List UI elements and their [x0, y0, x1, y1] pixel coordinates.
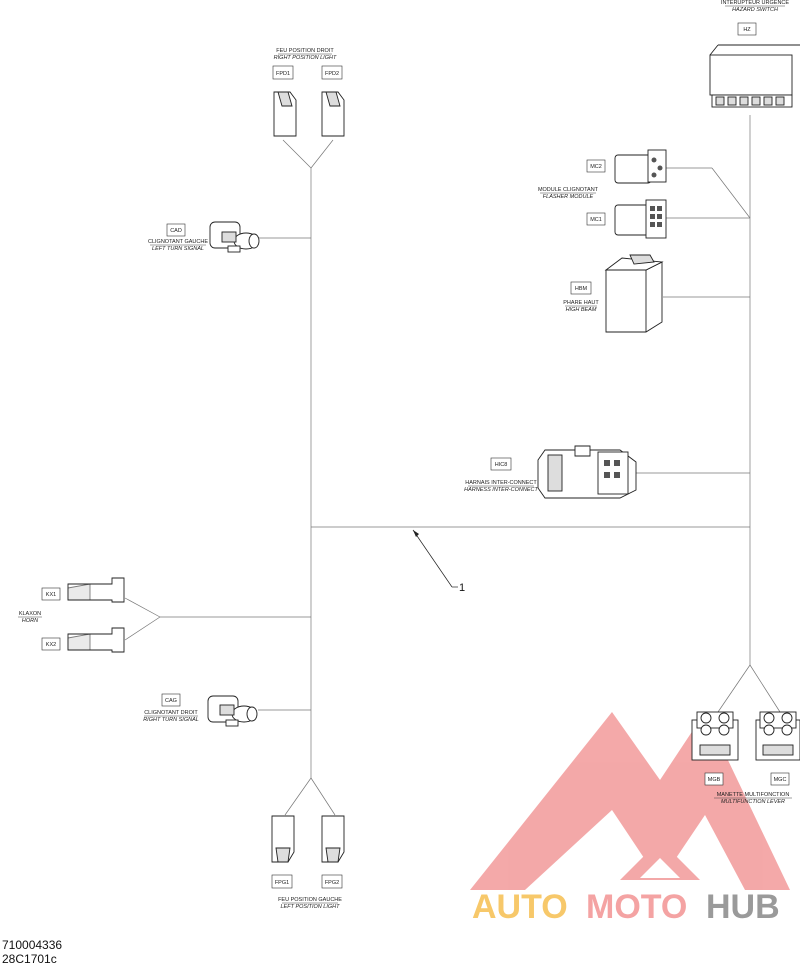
- fpg1-code-box: [271, 874, 293, 889]
- hazard-switch-code: HZ: [743, 27, 751, 33]
- cag-code: CAG: [165, 698, 177, 704]
- horn-label-fr: KLAXON: [19, 611, 41, 617]
- fpg2-code: FPG2: [325, 880, 339, 886]
- kx1-connector: [67, 577, 125, 603]
- mc1-connector: [614, 199, 667, 239]
- kx2-code-box: [41, 637, 61, 651]
- mc1-code-box: [586, 212, 606, 226]
- mgb-connector: [691, 711, 739, 761]
- hazard-switch-code-box: [737, 22, 757, 36]
- callout-number: 1: [459, 582, 465, 594]
- watermark-hub: HUB: [706, 888, 780, 926]
- fpg2-connector: [321, 815, 345, 863]
- flasher-module-label-en: FLASHER MODULE: [543, 194, 594, 200]
- kx1-code-box: [41, 587, 61, 601]
- mc2-code-box: [586, 159, 606, 173]
- wire-harness: [124, 115, 781, 816]
- cad-code-box: [166, 223, 186, 237]
- kx2-connector: [67, 627, 125, 653]
- hic8-connector: [537, 445, 637, 499]
- fpg1-code: FPG1: [275, 880, 289, 886]
- right-turn-signal-label-en: RIGHT TURN SIGNAL: [143, 717, 199, 723]
- cad-code: CAD: [170, 228, 182, 234]
- hic8-code: HIC8: [495, 462, 508, 468]
- left-position-light-label-en: LEFT POSITION LIGHT: [281, 904, 341, 910]
- hazard-switch-label-fr: INTERUPTEUR URGENCE: [721, 0, 789, 6]
- hazard-switch-part: [709, 44, 800, 108]
- right-turn-signal-label-fr: CLIGNOTANT DROIT: [144, 710, 198, 716]
- fpd2-code-box: [321, 65, 343, 80]
- mgc-connector: [755, 711, 800, 761]
- hbm-code-box: [570, 281, 592, 295]
- part-number: 710004336: [2, 938, 63, 952]
- flasher-module-label-fr: MODULE CLIGNOTANT: [538, 187, 599, 193]
- mc2-connector: [614, 149, 667, 184]
- mgc-code-box: [770, 772, 790, 786]
- fpg2-code-box: [321, 874, 343, 889]
- left-turn-signal-label-fr: CLIGNOTANT GAUCHE: [148, 239, 208, 245]
- kx1-code: KX1: [46, 592, 56, 598]
- fpd1-code-box: [272, 65, 294, 80]
- right-position-light-label-en: RIGHT POSITION LIGHT: [274, 55, 337, 61]
- hbm-code: HBM: [575, 286, 588, 292]
- mc2-code: MC2: [590, 164, 602, 170]
- fpg1-connector: [271, 815, 295, 863]
- multifunction-lever-label-fr: MANETTE MULTIFONCTION: [717, 792, 790, 798]
- cad-connector: [209, 221, 260, 253]
- callout-leader: [412, 529, 458, 588]
- watermark-moto: MOTO: [586, 888, 687, 926]
- kx2-code: KX2: [46, 642, 56, 648]
- cag-code-box: [161, 693, 181, 707]
- left-turn-signal-label-en: LEFT TURN SIGNAL: [152, 246, 204, 252]
- high-beam-label-fr: PHARE HAUT: [563, 300, 599, 306]
- mgc-code: MGC: [774, 777, 787, 783]
- high-beam-label-en: HIGH BEAM: [566, 307, 597, 313]
- hic8-code-box: [490, 457, 512, 471]
- hbm-relay: [604, 254, 664, 333]
- fpd1-code: FPD1: [276, 71, 290, 77]
- harness-interconnect-label-fr: HARNAIS INTER-CONNECT: [465, 480, 537, 486]
- fpd2-connector: [321, 91, 345, 137]
- left-position-light-label-fr: FEU POSITION GAUCHE: [278, 897, 342, 903]
- right-position-light-label-fr: FEU POSITION DROIT: [276, 48, 334, 54]
- multifunction-lever-label-en: MULTIFUNCTION LEVER: [721, 799, 785, 805]
- mgb-code-box: [704, 772, 724, 786]
- harness-interconnect-label-en: HARNESS INTER-CONNECT: [464, 487, 538, 493]
- fpd2-code: FPD2: [325, 71, 339, 77]
- horn-label-en: HORN: [22, 618, 38, 624]
- mgb-code: MGB: [708, 777, 721, 783]
- figure-id: 28C1701c: [2, 952, 57, 966]
- mc1-code: MC1: [590, 217, 602, 223]
- cag-connector: [207, 695, 258, 727]
- watermark-auto: AUTO: [472, 888, 568, 926]
- hazard-switch-label-en: HAZARD SWITCH: [732, 7, 778, 13]
- fpd1-connector: [273, 91, 297, 137]
